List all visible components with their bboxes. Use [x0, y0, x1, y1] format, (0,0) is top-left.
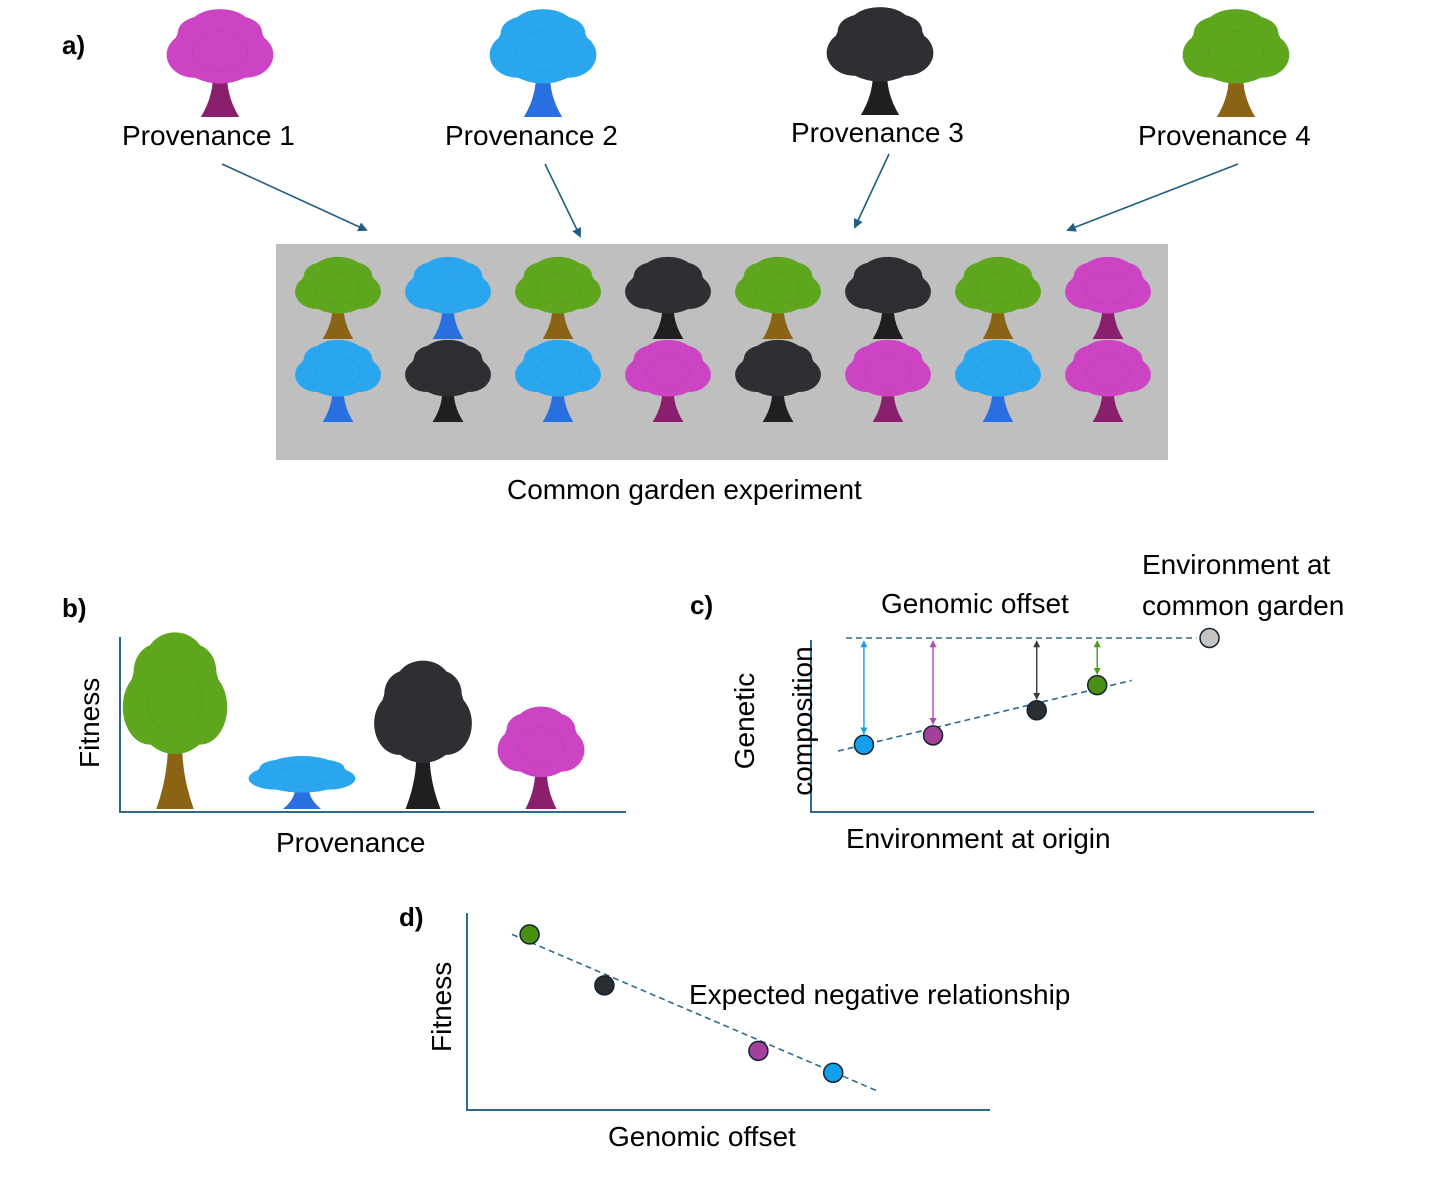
panel-a-graphic	[166, 7, 1290, 238]
provenance-1-tree-icon	[166, 9, 274, 117]
fitness-tree-green-icon	[122, 632, 228, 809]
common-garden-plot	[276, 244, 1168, 460]
c-point-blue	[853, 734, 875, 756]
panel-d-label: d)	[399, 902, 424, 932]
provenance-3-label: Provenance 3	[791, 117, 964, 148]
d-point-blue	[822, 1062, 844, 1083]
arrow-prov4	[1066, 163, 1239, 232]
provenance-1-label: Provenance 1	[122, 120, 295, 151]
garden-tree-icon	[955, 256, 1041, 339]
common-garden-caption: Common garden experiment	[507, 474, 862, 505]
fitness-tree-magenta-icon	[497, 706, 585, 809]
c-annotation-line2: common garden	[1142, 590, 1345, 621]
garden-tree-icon	[845, 256, 931, 339]
d-x-axis-label: Genomic offset	[608, 1121, 796, 1152]
d-point-magenta	[748, 1040, 769, 1062]
d-y-axis-label: Fitness	[426, 961, 457, 1052]
garden-tree-icon	[955, 339, 1041, 422]
fitness-tree-black-icon	[374, 660, 472, 809]
garden-trees	[295, 256, 1151, 422]
garden-tree-icon	[735, 256, 821, 339]
arrow-prov2	[544, 163, 581, 238]
c-annotation-line1: Environment at	[1142, 549, 1331, 580]
b-x-axis-label: Provenance	[276, 827, 426, 858]
c-trend-line	[837, 679, 1132, 752]
provenance-4-tree-icon	[1182, 9, 1290, 117]
c-point-green	[1086, 674, 1108, 696]
d-trend-line	[511, 933, 878, 1092]
garden-tree-icon	[625, 256, 711, 339]
c-point-magenta	[922, 725, 944, 746]
provenance-2-label: Provenance 2	[445, 120, 618, 151]
panel-a-label: a)	[62, 30, 86, 60]
provenance-4-label: Provenance 4	[1138, 120, 1311, 151]
garden-tree-icon	[1065, 339, 1151, 422]
garden-tree-icon	[625, 339, 711, 422]
arrow-prov1	[221, 163, 368, 232]
garden-tree-icon	[515, 339, 601, 422]
c-point-grey	[1199, 627, 1220, 649]
garden-tree-icon	[1065, 256, 1151, 339]
garden-tree-icon	[845, 339, 931, 422]
garden-tree-icon	[405, 339, 491, 422]
garden-tree-icon	[735, 339, 821, 422]
panel-c-label: c)	[690, 590, 714, 620]
arrow-prov3	[853, 153, 890, 229]
fitness-tree-blue-icon	[248, 755, 356, 809]
c-point-black	[1026, 699, 1047, 721]
garden-tree-icon	[515, 256, 601, 339]
c-x-axis-label: Environment at origin	[846, 823, 1111, 854]
garden-tree-icon	[295, 256, 381, 339]
garden-tree-icon	[405, 256, 491, 339]
c-title: Genomic offset	[881, 588, 1069, 619]
d-point-green	[519, 924, 540, 945]
d-annotation: Expected negative relationship	[689, 979, 1071, 1010]
provenance-3-tree-icon	[826, 7, 934, 115]
garden-tree-icon	[295, 339, 381, 422]
d-point-black	[594, 975, 615, 996]
panel-b-label: b)	[62, 593, 87, 623]
provenance-2-tree-icon	[489, 9, 597, 117]
